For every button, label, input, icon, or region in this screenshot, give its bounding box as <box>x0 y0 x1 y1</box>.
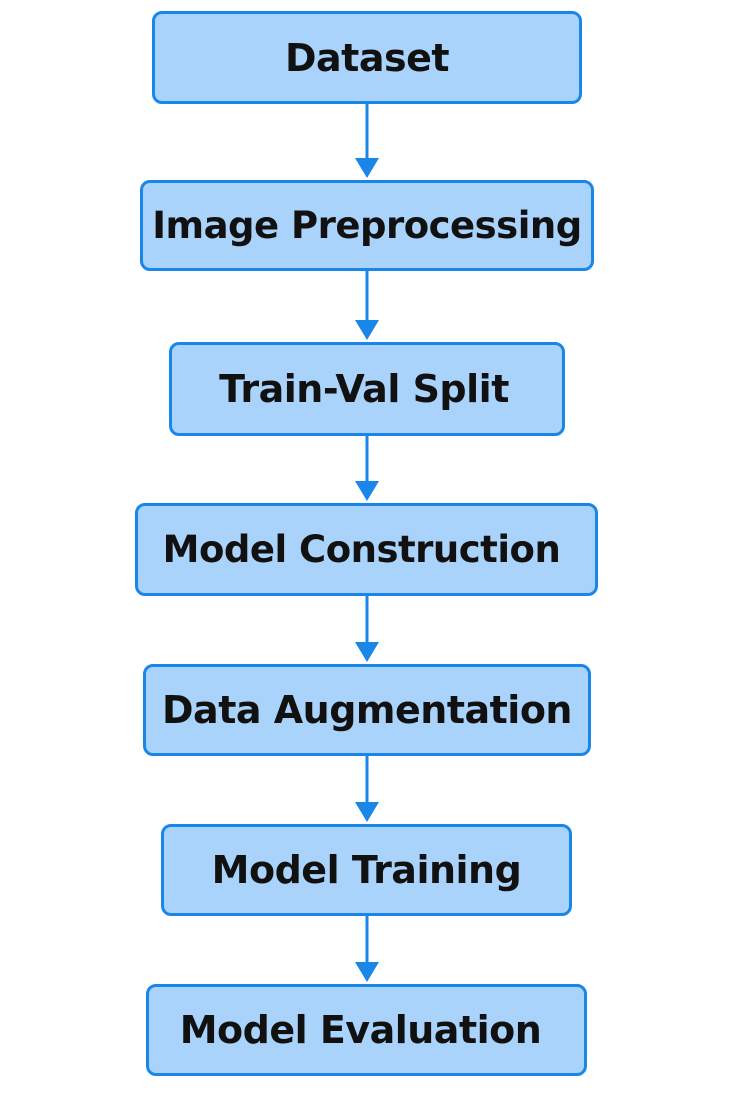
step-label: Data Augmentation <box>162 688 572 732</box>
step-train-val-split: Train-Val Split <box>169 342 565 436</box>
step-label: Model Construction <box>162 528 561 571</box>
step-label: Train-Val Split <box>219 367 509 411</box>
step-model-training: Model Training <box>161 824 572 916</box>
step-label: Model Evaluation <box>179 1008 542 1052</box>
arrowhead-training-to-evaluation <box>355 962 379 982</box>
step-model-construction: Model Construction <box>135 503 598 596</box>
step-label: Dataset <box>284 35 450 80</box>
arrowhead-dataset-to-preprocessing <box>355 158 379 178</box>
arrowhead-preprocessing-to-split <box>355 320 379 340</box>
arrowhead-split-to-construction <box>355 481 379 501</box>
step-label: Image Preprocessing <box>152 204 582 247</box>
step-label: Model Training <box>211 848 522 892</box>
arrowhead-augmentation-to-training <box>355 802 379 822</box>
step-data-augmentation: Data Augmentation <box>143 664 591 756</box>
step-dataset: Dataset <box>152 11 582 104</box>
step-model-evaluation: Model Evaluation <box>146 984 587 1076</box>
step-image-preprocessing: Image Preprocessing <box>140 180 594 271</box>
arrowhead-construction-to-augmentation <box>355 642 379 662</box>
